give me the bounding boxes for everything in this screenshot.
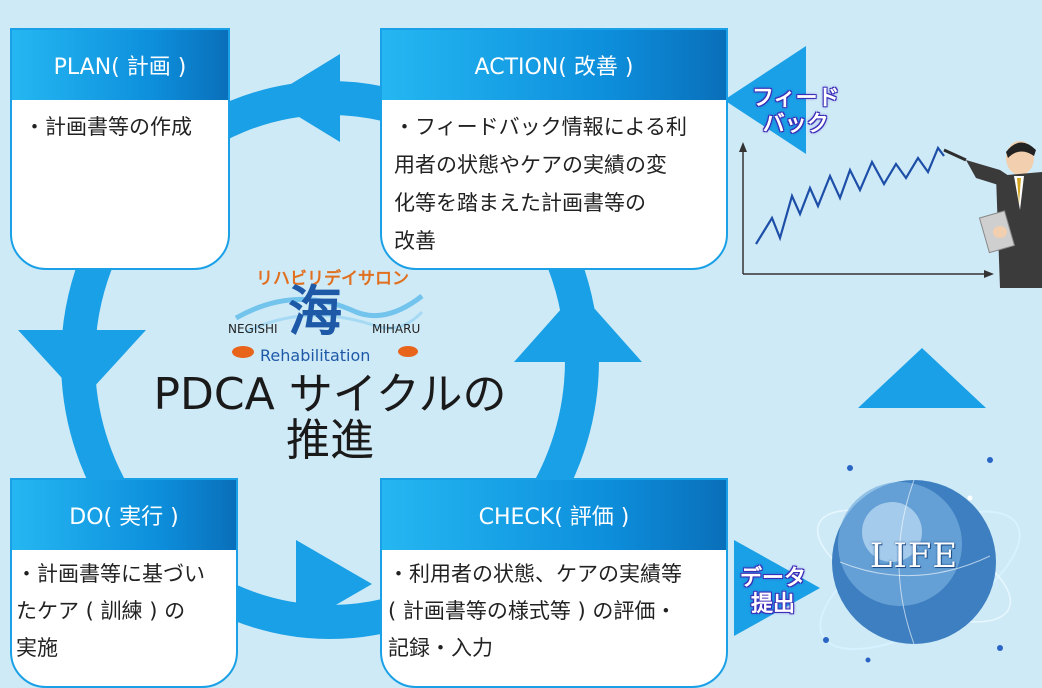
check-title: CHECK( 評価 ) — [382, 480, 726, 550]
arrow-plan-to-do — [18, 330, 146, 400]
logo-right-text: MIHARU — [372, 322, 421, 336]
trend-chart — [739, 142, 994, 278]
up-arrow — [858, 348, 986, 408]
center-title-line1: PDCA サイクルの — [153, 369, 507, 420]
plan-body: ・計画書等の作成 — [24, 115, 192, 139]
action-box: ACTION( 改善 ) ・フィードバック情報による利 用者の状態やケアの実績の… — [380, 28, 728, 270]
fish-icon — [232, 346, 254, 358]
logo-wave — [234, 294, 424, 334]
logo: リハビリデイサロン 海 NEGISHI MIHARU Rehabilitatio… — [226, 262, 426, 372]
arrow-check-to-action — [514, 290, 642, 362]
logo-kanji: 海 — [288, 280, 342, 343]
do-box: DO( 実行 ) ・計画書等に基づい たケア ( 訓練 ) の 実施 — [10, 478, 238, 688]
logo-top-text: リハビリデイサロン — [256, 269, 409, 289]
logo-bottom-text: Rehabilitation — [260, 346, 371, 365]
data-submit-label: データ 提出 — [740, 566, 807, 617]
action-body: ・フィードバック情報による利 用者の状態やケアの実績の変 化等を踏まえた計画書等… — [394, 115, 687, 253]
feedback-arrow — [724, 46, 806, 154]
life-label: LIFE — [869, 536, 959, 576]
presenter-figure — [943, 141, 1042, 288]
check-body: ・利用者の状態、ケアの実績等 ( 計画書等の様式等 ) の評価・ 記録・入力 — [388, 562, 682, 660]
action-title: ACTION( 改善 ) — [382, 30, 726, 100]
plan-title: PLAN( 計画 ) — [12, 30, 228, 100]
fish-icon — [398, 346, 418, 357]
life-globe — [816, 457, 1021, 663]
check-box: CHECK( 評価 ) ・利用者の状態、ケアの実績等 ( 計画書等の様式等 ) … — [380, 478, 728, 688]
data-submit-arrow — [734, 540, 820, 636]
arrow-action-to-plan — [268, 54, 340, 142]
logo-left-text: NEGISHI — [228, 322, 278, 336]
feedback-label: フィード バック — [752, 86, 840, 137]
plan-box: PLAN( 計画 ) ・計画書等の作成 — [10, 28, 230, 270]
center-title-line2: 推進 — [286, 415, 374, 466]
do-body: ・計画書等に基づい たケア ( 訓練 ) の 実施 — [16, 562, 205, 660]
do-title: DO( 実行 ) — [12, 480, 236, 550]
arrow-do-to-check — [296, 540, 372, 628]
center-title: PDCA サイクルの 推進 — [120, 372, 540, 464]
